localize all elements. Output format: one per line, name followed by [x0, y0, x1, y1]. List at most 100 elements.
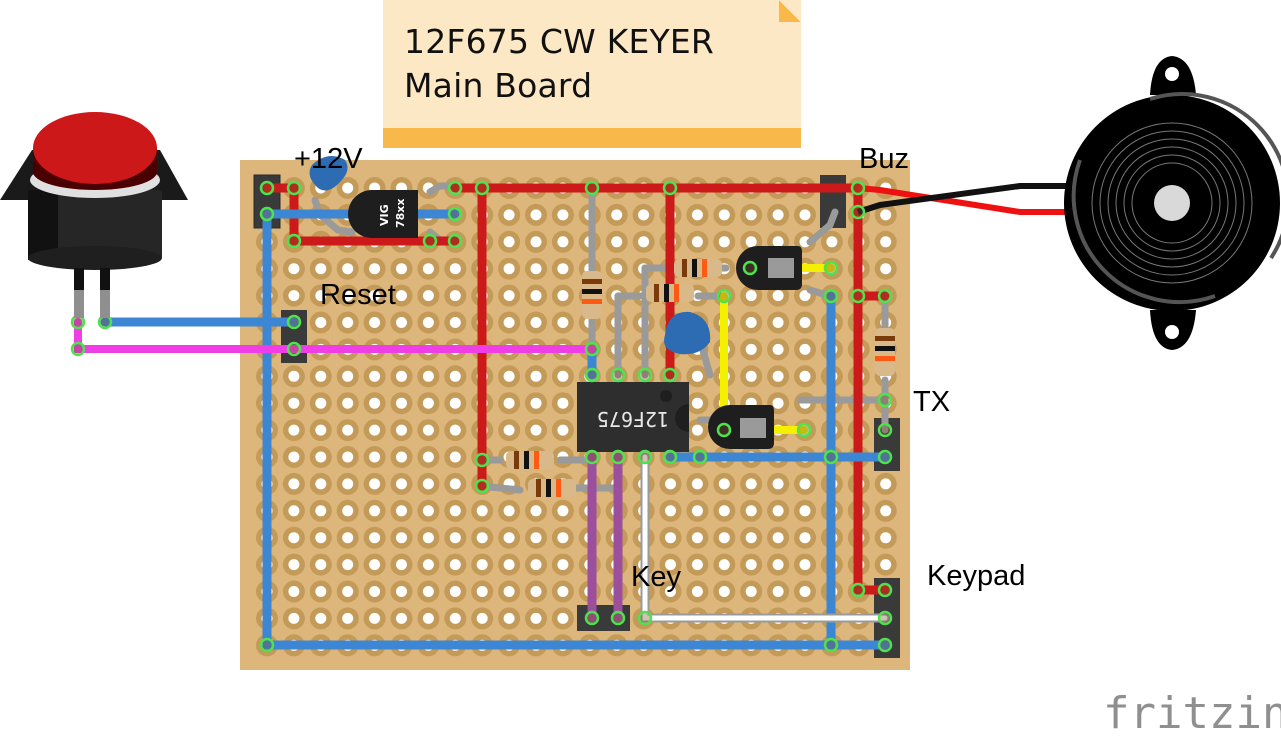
note-fold-corner: [779, 0, 801, 22]
solder-joint[interactable]: [474, 452, 490, 468]
perfboard-hole-center: [476, 612, 488, 624]
transistor-1[interactable]: [736, 246, 802, 290]
perfboard-hole-center: [503, 263, 515, 275]
resistor-2[interactable]: [674, 259, 722, 277]
solder-joint[interactable]: [823, 260, 839, 276]
solder-joint[interactable]: [877, 288, 893, 304]
solder-joint[interactable]: [850, 288, 866, 304]
solder-joint[interactable]: [637, 367, 653, 383]
perfboard-hole-center: [422, 478, 434, 490]
perfboard-hole-center: [342, 263, 354, 275]
solder-joint[interactable]: [286, 180, 302, 196]
perfboard-hole-center: [772, 532, 784, 544]
solder-joint[interactable]: [259, 180, 275, 196]
solder-joint[interactable]: [447, 206, 463, 222]
solder-joint[interactable]: [877, 422, 893, 438]
perfboard-hole-center: [503, 317, 515, 328]
piezo-buzzer[interactable]: [1064, 56, 1281, 350]
transistor-2[interactable]: [708, 405, 774, 449]
resistor-4[interactable]: [875, 328, 895, 376]
solder-joint[interactable]: [286, 341, 302, 357]
perfboard-hole-center: [691, 209, 703, 221]
solder-joint[interactable]: [742, 260, 758, 276]
solder-joint[interactable]: [637, 449, 653, 465]
resistor-band: [702, 259, 707, 277]
solder-joint[interactable]: [850, 204, 866, 220]
perfboard-hole-center: [422, 451, 434, 463]
solder-joint[interactable]: [286, 233, 302, 249]
solder-joint[interactable]: [823, 637, 839, 653]
perfboard-hole-center: [745, 505, 757, 517]
solder-joint[interactable]: [474, 180, 490, 196]
solder-joint[interactable]: [584, 367, 600, 383]
solder-joint[interactable]: [447, 233, 463, 249]
perfboard-hole-center: [530, 290, 542, 302]
solder-joint[interactable]: [716, 288, 732, 304]
solder-joint[interactable]: [662, 180, 678, 196]
solder-joint[interactable]: [850, 180, 866, 196]
solder-joint[interactable]: [447, 180, 463, 196]
perfboard-hole-center: [422, 424, 434, 436]
title-note[interactable]: 12F675 CW KEYER Main Board: [383, 0, 801, 148]
perfboard-hole-center: [691, 559, 703, 571]
solder-joint[interactable]: [286, 314, 302, 330]
solder-joint[interactable]: [259, 637, 275, 653]
solder-joint[interactable]: [877, 392, 893, 408]
perfboard-hole-center: [557, 209, 569, 221]
ceramic-cap-2[interactable]: [664, 311, 711, 355]
solder-joint[interactable]: [850, 582, 866, 598]
perfboard-hole-center: [772, 505, 784, 517]
solder-joint[interactable]: [610, 449, 626, 465]
solder-joint[interactable]: [474, 478, 490, 494]
solder-joint[interactable]: [823, 449, 839, 465]
perfboard-hole-center: [745, 317, 757, 328]
solder-joint[interactable]: [877, 582, 893, 598]
perfboard-hole-center: [745, 236, 757, 248]
buzzer-leads: [857, 183, 1075, 215]
perfboard-hole-center: [396, 505, 407, 517]
perfboard-hole-center: [449, 263, 461, 275]
solder-joint[interactable]: [259, 206, 275, 222]
perfboard-hole-center: [691, 586, 703, 597]
solder-joint[interactable]: [877, 637, 893, 653]
solder-joint[interactable]: [877, 610, 893, 626]
ic-12f675[interactable]: 12F675: [577, 382, 689, 452]
resistor-6[interactable]: [528, 479, 576, 497]
solder-joint[interactable]: [692, 449, 708, 465]
solder-joint[interactable]: [422, 233, 438, 249]
perfboard-hole-center: [880, 505, 892, 517]
perfboard-hole-center: [503, 290, 515, 302]
solder-joint[interactable]: [584, 449, 600, 465]
solder-joint[interactable]: [610, 610, 626, 626]
solder-joint[interactable]: [796, 422, 812, 438]
label-keypad: Keypad: [927, 560, 1026, 592]
resistor-1[interactable]: [582, 271, 602, 319]
solder-joint[interactable]: [584, 341, 600, 357]
perfboard-hole-center: [557, 290, 569, 302]
solder-joint[interactable]: [584, 610, 600, 626]
perfboard-hole-center: [315, 559, 327, 571]
perfboard-hole-center: [880, 263, 892, 275]
perfboard-hole-center: [288, 532, 300, 544]
perfboard-hole-center: [422, 290, 434, 302]
ceramic-cap-1[interactable]: [309, 156, 348, 191]
note-resize-bar[interactable]: [383, 128, 801, 148]
solder-joint[interactable]: [662, 367, 678, 383]
solder-joint[interactable]: [877, 449, 893, 465]
solder-joint[interactable]: [70, 341, 86, 357]
solder-joint[interactable]: [610, 367, 626, 383]
resistor-5[interactable]: [506, 451, 554, 469]
reset-push-button[interactable]: [0, 112, 188, 318]
resistor-band: [536, 479, 541, 497]
resistor-3[interactable]: [646, 284, 694, 302]
perfboard-hole-center: [665, 559, 676, 571]
perfboard-hole-center: [288, 370, 300, 382]
solder-joint[interactable]: [584, 180, 600, 196]
solder-joint[interactable]: [637, 610, 653, 626]
solder-joint[interactable]: [823, 288, 839, 304]
fritzing-logo: fritzing: [1103, 688, 1281, 739]
perfboard-hole-center: [530, 505, 542, 517]
solder-joint[interactable]: [662, 449, 678, 465]
solder-joint[interactable]: [716, 422, 732, 438]
voltage-regulator[interactable]: VIG 78xx: [348, 190, 418, 238]
